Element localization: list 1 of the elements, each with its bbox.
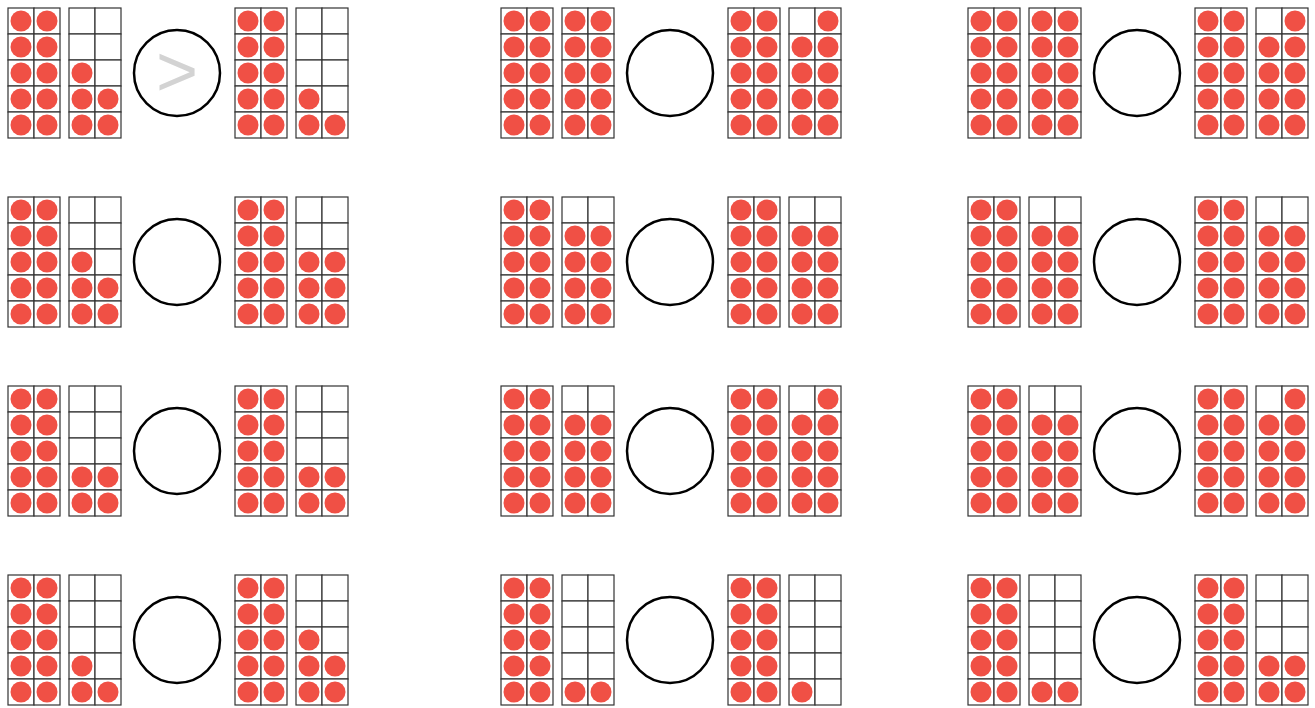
comparison-symbol: > (155, 35, 198, 107)
